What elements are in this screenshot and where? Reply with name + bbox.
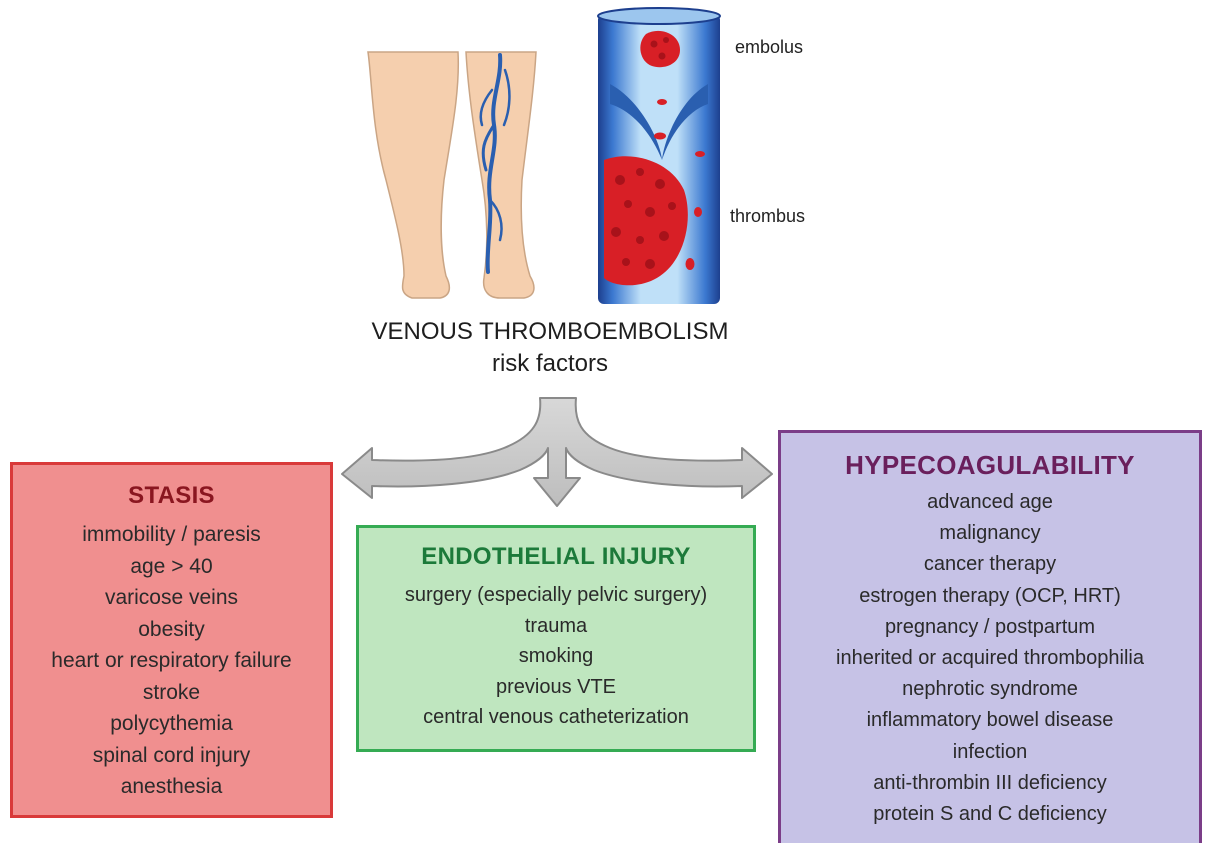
list-item: estrogen therapy (OCP, HRT) <box>781 581 1199 612</box>
list-item: infection <box>781 737 1199 768</box>
list-item: anesthesia <box>13 771 330 803</box>
right-leg <box>466 52 536 298</box>
list-item: polycythemia <box>13 708 330 740</box>
list-item: immobility / paresis <box>13 519 330 551</box>
stasis-title: STASIS <box>13 479 330 513</box>
list-item: inflammatory bowel disease <box>781 705 1199 736</box>
list-item: stroke <box>13 677 330 709</box>
list-item: varicose veins <box>13 582 330 614</box>
list-item: pregnancy / postpartum <box>781 612 1199 643</box>
list-item: inherited or acquired thrombophilia <box>781 643 1199 674</box>
stasis-list: immobility / paresis age > 40 varicose v… <box>13 519 330 803</box>
embolus-label: embolus <box>735 37 803 58</box>
thrombus-label: thrombus <box>730 206 805 227</box>
list-item: previous VTE <box>359 672 753 703</box>
hypercoagulability-box: HYPECOAGULABILITY advanced age malignanc… <box>778 430 1202 843</box>
list-item: protein S and C deficiency <box>781 799 1199 830</box>
endothelial-injury-box: ENDOTHELIAL INJURY surgery (especially p… <box>356 525 756 752</box>
left-leg <box>368 52 458 298</box>
list-item: surgery (especially pelvic surgery) <box>359 580 753 611</box>
title-line: VENOUS THROMBOEMBOLISM <box>300 316 800 348</box>
diagram-title: VENOUS THROMBOEMBOLISM risk factors <box>300 316 800 380</box>
list-item: nephrotic syndrome <box>781 674 1199 705</box>
list-item: malignancy <box>781 518 1199 549</box>
list-item: trauma <box>359 611 753 642</box>
list-item: anti-thrombin III deficiency <box>781 768 1199 799</box>
hyper-list: advanced age malignancy cancer therapy e… <box>781 487 1199 830</box>
vein-cross-section <box>598 8 720 304</box>
list-item: age > 40 <box>13 551 330 583</box>
list-item: smoking <box>359 641 753 672</box>
endothelial-list: surgery (especially pelvic surgery) trau… <box>359 580 753 733</box>
risk-factor-arrows <box>342 398 772 506</box>
subtitle-line: risk factors <box>300 348 800 380</box>
list-item: central venous catheterization <box>359 702 753 733</box>
stasis-box: STASIS immobility / paresis age > 40 var… <box>10 462 333 818</box>
list-item: spinal cord injury <box>13 740 330 772</box>
hyper-title: HYPECOAGULABILITY <box>781 447 1199 483</box>
list-item: cancer therapy <box>781 549 1199 580</box>
endothelial-title: ENDOTHELIAL INJURY <box>359 540 753 574</box>
list-item: heart or respiratory failure <box>13 645 330 677</box>
list-item: obesity <box>13 614 330 646</box>
list-item: advanced age <box>781 487 1199 518</box>
